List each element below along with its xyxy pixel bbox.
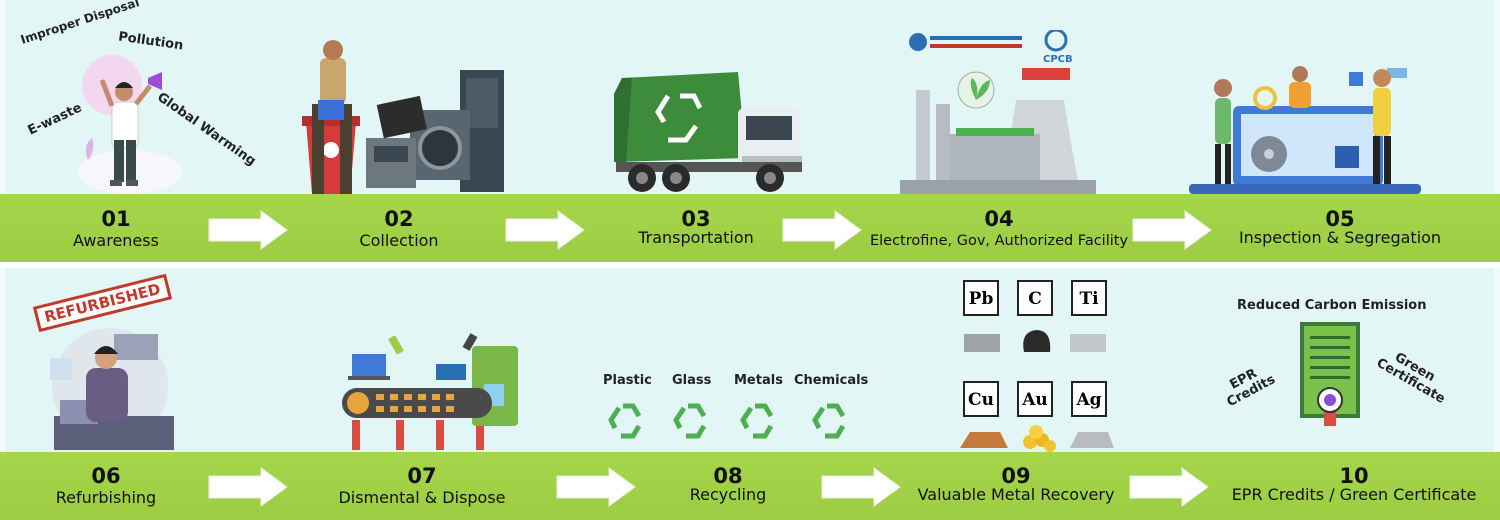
recycling-type-plastic: Plastic	[603, 373, 652, 388]
step-02: 02 Collection	[319, 207, 479, 251]
element-pb: Pb	[963, 280, 999, 316]
element-cu: Cu	[963, 381, 999, 417]
element-ti: Ti	[1071, 280, 1107, 316]
step-number: 01	[101, 207, 131, 231]
step-label: Transportation	[638, 228, 754, 247]
cpcb-logo-text: CPCB	[1043, 54, 1073, 65]
step-06: 06 Refurbishing	[26, 464, 186, 508]
refurbishing-illustration	[40, 318, 180, 452]
step-04: 04 Electrofine, Gov, Authorized Facility	[847, 207, 1151, 251]
step-08: 08 Recycling	[648, 464, 808, 505]
step-label: Recycling	[689, 485, 767, 504]
step-10: 10 EPR Credits / Green Certificate	[1212, 464, 1496, 505]
facility-illustration	[896, 30, 1106, 196]
step-label: Awareness	[73, 231, 159, 250]
arrow-right-icon	[1132, 210, 1212, 250]
step-number: 03	[681, 207, 711, 231]
garbage-truck-illustration	[606, 72, 806, 198]
row-divider	[0, 262, 1500, 268]
inspection-illustration	[1185, 58, 1425, 196]
recycle-icon	[811, 402, 849, 444]
arrow-right-icon	[505, 210, 585, 250]
arrow-right-icon	[1129, 467, 1209, 507]
step-number: 04	[984, 207, 1014, 231]
recycling-type-chemicals: Chemicals	[794, 373, 869, 388]
arrow-right-icon	[821, 467, 901, 507]
element-c: C	[1017, 280, 1053, 316]
recycle-icon	[739, 402, 777, 444]
step-number: 07	[407, 464, 437, 488]
step-01: 01 Awareness	[36, 207, 196, 251]
step-03: 03 Transportation	[606, 207, 786, 248]
step-label: Refurbishing	[55, 488, 157, 507]
step-label: Collection	[359, 231, 439, 250]
step-07: 07 Dismental & Dispose	[322, 464, 522, 508]
arrow-right-icon	[782, 210, 862, 250]
step-number: 10	[1339, 464, 1369, 488]
step-number: 09	[1001, 464, 1031, 488]
recycle-icon	[672, 402, 710, 444]
element-ag: Ag	[1071, 381, 1107, 417]
metal-samples-top-illustration	[960, 324, 1110, 358]
step-number: 05	[1325, 207, 1355, 231]
element-au: Au	[1017, 381, 1053, 417]
metal-samples-bottom-illustration	[956, 420, 1116, 452]
step-label: Electrofine, Gov, Authorized Facility	[869, 233, 1129, 249]
arrow-right-icon	[208, 210, 288, 250]
step-number: 08	[713, 464, 743, 488]
collection-illustration	[290, 38, 510, 196]
step-label: EPR Credits / Green Certificate	[1231, 485, 1477, 504]
awareness-illustration	[60, 30, 210, 195]
step-09: 09 Valuable Metal Recovery	[900, 464, 1132, 505]
step-number: 06	[91, 464, 121, 488]
step-05: 05 Inspection & Segregation	[1210, 207, 1470, 248]
step-label: Valuable Metal Recovery	[917, 485, 1115, 504]
dismantle-conveyor-illustration	[336, 330, 536, 454]
step-number: 02	[384, 207, 414, 231]
recycling-type-glass: Glass	[672, 373, 712, 388]
recycling-type-metals: Metals	[734, 373, 783, 388]
step-label: Inspection & Segregation	[1238, 228, 1442, 247]
certificate-reduced-carbon: Reduced Carbon Emission	[1237, 298, 1427, 313]
arrow-right-icon	[208, 467, 288, 507]
recycle-icon	[607, 402, 645, 444]
arrow-right-icon	[556, 467, 636, 507]
step-label: Dismental & Dispose	[338, 488, 506, 507]
certificate-illustration	[1298, 320, 1362, 428]
